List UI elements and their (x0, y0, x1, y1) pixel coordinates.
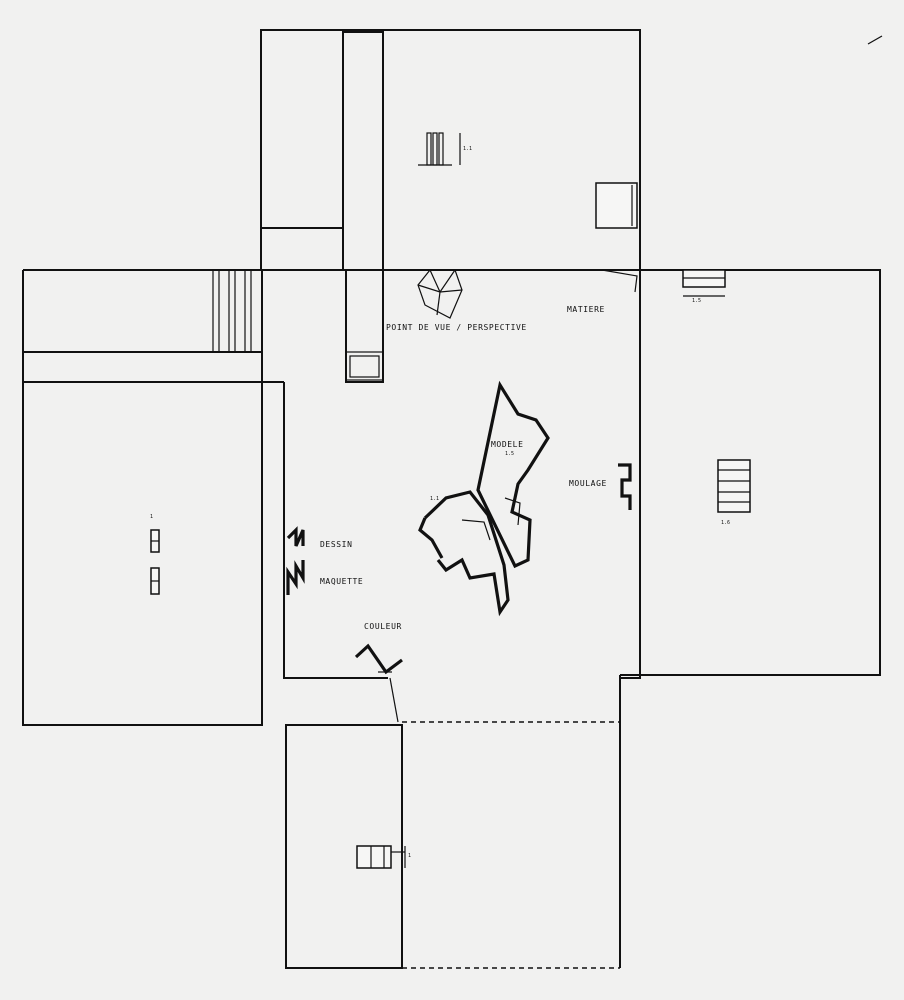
svg-text:1: 1 (408, 853, 411, 859)
dessin-panels (286, 526, 305, 547)
fixtures: 1.1 1.5 1.6 1 (150, 132, 751, 869)
label-moulage: MOULAGE (569, 479, 607, 488)
left-corridor-items: 1 (150, 514, 160, 595)
door-swing (601, 269, 638, 293)
wall-bottom-room (285, 724, 403, 969)
label-matiere: MATIERE (567, 305, 605, 314)
wall-top-room (260, 29, 641, 270)
label-point-de-vue: POINT DE VUE / PERSPECTIVE (386, 323, 527, 332)
top-column (342, 31, 384, 271)
svg-text:1.5: 1.5 (692, 298, 701, 304)
modele-upper-arm (476, 380, 550, 569)
moulage-fixture (618, 463, 632, 510)
wall-left-corridor (22, 270, 263, 726)
wall-top-alcove (261, 32, 344, 229)
svg-text:1: 1 (150, 514, 153, 520)
svg-text:1.6: 1.6 (721, 520, 730, 526)
label-couleur: COULEUR (364, 622, 402, 631)
wall-central-room (283, 382, 388, 679)
maquette-panels (286, 560, 305, 595)
cabinet-top-right (595, 182, 638, 229)
label-modele: MODELE (491, 440, 524, 449)
column-bars-left (212, 269, 252, 353)
pillar (345, 269, 384, 383)
modele-sculpture: 1.5 1.1 (418, 380, 550, 617)
room-outlines (22, 29, 881, 969)
wall-right-room (620, 269, 881, 676)
modele-lower-arm (423, 490, 510, 617)
couleur-panel (354, 643, 403, 675)
bottom-table: 1 (356, 845, 411, 869)
svg-text:1.5: 1.5 (505, 451, 514, 457)
svg-text:1.1: 1.1 (463, 146, 472, 152)
svg-text:1.1: 1.1 (430, 496, 439, 502)
corner-mark (867, 35, 883, 45)
bench-right-top: 1.5 (682, 269, 726, 304)
perspective-object (417, 269, 463, 319)
label-dessin: DESSIN (320, 540, 353, 549)
labels: POINT DE VUE / PERSPECTIVE MATIERE MODEL… (320, 305, 607, 631)
shelf-right: 1.6 (717, 459, 751, 526)
label-maquette: MAQUETTE (320, 577, 363, 586)
display-stand-top: 1.1 (418, 132, 472, 166)
